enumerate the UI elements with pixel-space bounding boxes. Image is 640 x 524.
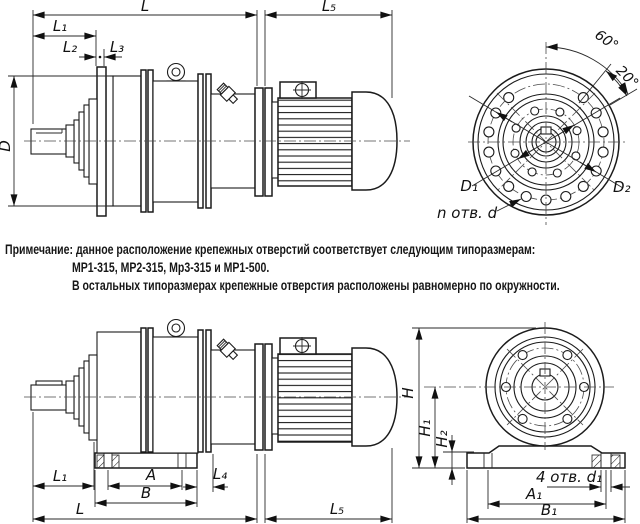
dim-label-B: B	[141, 484, 151, 502]
dim-label-4-holes: 4 отв. d₁	[536, 468, 602, 486]
flange-face-view	[468, 42, 626, 225]
note-line-1: Примечание: данное расположение крепежны…	[5, 242, 536, 257]
dim-label-H2: H₂	[433, 430, 451, 447]
foot-section-hatch	[96, 454, 105, 469]
key	[35, 380, 63, 386]
dim-label-L1-bottom: L₁	[53, 467, 67, 485]
dim-label-L1: L₁	[53, 17, 67, 35]
gear-housing	[96, 331, 142, 454]
dim-label-B1: B₁	[541, 501, 557, 519]
foot-face-view	[424, 322, 626, 469]
bottom-view-dimensions: L₁ A L₄ B L L₅	[32, 412, 393, 523]
dim-label-A: A	[145, 466, 156, 484]
dim-label-A1: A₁	[525, 485, 542, 503]
dim-label-L: L	[141, 0, 149, 15]
output-shaft	[30, 384, 67, 411]
bearing-hub	[88, 354, 98, 441]
dim-label-20deg: 20°	[612, 63, 640, 92]
dim-label-H1: H₁	[416, 419, 434, 436]
reducer-stage2	[152, 336, 199, 454]
foot-section-hatch	[591, 454, 602, 469]
dim-label-n-holes: n отв. d	[437, 204, 498, 222]
bottom-side-view	[24, 318, 410, 469]
dim-label-D: D	[0, 140, 14, 152]
motor-fins	[278, 98, 352, 186]
dim-label-L2: L₂	[63, 38, 77, 56]
dim-label-L5: L₅	[322, 0, 336, 15]
top-view-dimensions: L L₅ L₁ L₂ L₃ D	[0, 0, 393, 207]
dim-label-H: H	[399, 387, 417, 398]
note-line-3: В остальных типоразмерах крепежные отвер…	[72, 278, 560, 293]
note-line-2: МР1-315, МР2-315, Мр3-315 и МР1-500.	[72, 260, 270, 275]
dim-label-D2: D₂	[613, 178, 631, 196]
dim-label-L5-bottom: L₅	[330, 500, 344, 518]
breather-plug-icon	[216, 82, 239, 105]
mounting-flange-disc	[96, 66, 107, 217]
inner-bolt-holes	[510, 106, 582, 178]
dim-label-L4: L₄	[213, 465, 227, 483]
dim-label-L3: L₃	[110, 38, 124, 56]
foot-pedestal	[466, 445, 626, 469]
breather-plug-icon	[216, 338, 239, 361]
dim-label-60deg: 60°	[592, 27, 622, 54]
foot-view-dimensions: H H₁ H₂ 4 отв. d₁ A₁ B₁	[399, 327, 630, 523]
motor-fins	[278, 354, 352, 442]
foot-base	[94, 452, 198, 469]
dim-label-D1: D₁	[460, 177, 478, 195]
top-side-view	[24, 62, 410, 217]
bearing-hub	[88, 98, 98, 185]
dim-label-L-bottom: L	[76, 500, 84, 518]
reducer-stage2	[152, 80, 199, 203]
